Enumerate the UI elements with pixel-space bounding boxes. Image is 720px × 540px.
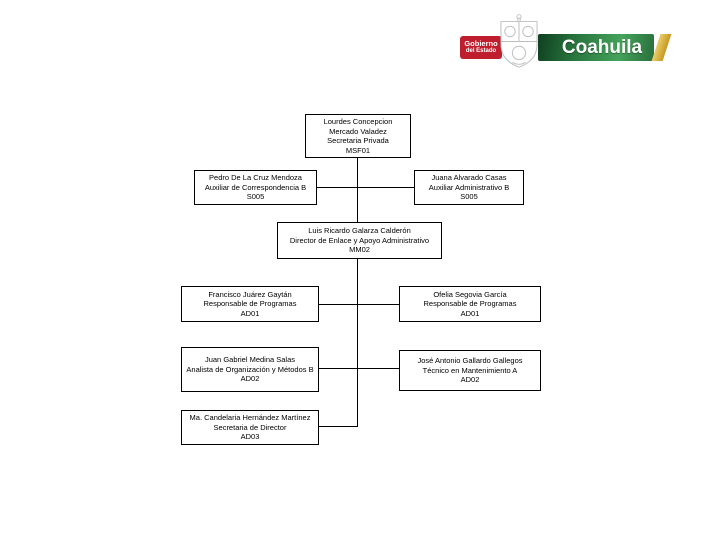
person-name: Francisco Juárez Gaytán bbox=[208, 289, 292, 299]
position-code: AD02 bbox=[460, 375, 480, 385]
del-estado-text: del Estado bbox=[465, 48, 497, 54]
person-name: Juan Gabriel Medina Salas bbox=[204, 355, 296, 365]
position-code: AD01 bbox=[240, 308, 260, 318]
connector-level3-row2 bbox=[319, 368, 399, 369]
org-node-analista-organizacion: Juan Gabriel Medina Salas Analista de Or… bbox=[181, 347, 319, 392]
org-node-responsable-programas-1: Francisco Juárez Gaytán Responsable de P… bbox=[181, 286, 319, 322]
org-node-tecnico-mantenimiento: José Antonio Gallardo Gallegos Técnico e… bbox=[399, 350, 541, 391]
position-code: MSF01 bbox=[345, 145, 371, 155]
org-node-secretaria-privada: Lourdes Concepcion Mercado Valadez Secre… bbox=[305, 114, 411, 158]
position-title: Técnico en Mantenimiento A bbox=[422, 365, 518, 375]
connector-level3-row3 bbox=[319, 426, 358, 427]
position-code: AD01 bbox=[460, 308, 480, 318]
position-code: S005 bbox=[246, 192, 265, 202]
person-name: Lourdes Concepcion Mercado Valadez bbox=[323, 117, 393, 136]
gold-slash-icon bbox=[651, 34, 672, 61]
connector-level3-row1 bbox=[319, 304, 399, 305]
position-code: AD02 bbox=[240, 374, 260, 384]
position-title: Analista de Organización y Métodos B bbox=[186, 364, 314, 374]
connector-top-to-director bbox=[357, 155, 358, 222]
org-node-director-enlace: Luis Ricardo Galarza Calderón Director d… bbox=[277, 222, 442, 259]
position-title: Secretaria Privada bbox=[327, 136, 389, 145]
connector-director-trunk bbox=[357, 259, 358, 427]
person-name: Pedro De La Cruz Mendoza bbox=[209, 173, 302, 183]
person-name: José Antonio Gallardo Gallegos bbox=[417, 356, 523, 366]
position-code: AD03 bbox=[240, 432, 260, 441]
position-title: Auxiliar de Correspondencia B bbox=[204, 182, 307, 192]
position-code: S005 bbox=[460, 192, 478, 202]
person-name: Ofelia Segovia García bbox=[433, 289, 507, 299]
org-node-auxiliar-administrativo: Juana Alvarado Casas Auxiliar Administra… bbox=[414, 170, 524, 205]
position-title: Auxiliar Administrativo B bbox=[428, 182, 510, 192]
person-name: Ma. Candelaria Hernández Martínez bbox=[189, 413, 311, 422]
org-node-responsable-programas-2: Ofelia Segovia García Responsable de Pro… bbox=[399, 286, 541, 322]
org-node-auxiliar-correspondencia: Pedro De La Cruz Mendoza Auxiliar de Cor… bbox=[194, 170, 317, 205]
connector-level2 bbox=[317, 187, 414, 188]
org-node-secretaria-director: Ma. Candelaria Hernández Martínez Secret… bbox=[181, 410, 319, 445]
person-name: Luis Ricardo Galarza Calderón bbox=[308, 226, 411, 236]
position-code: MM02 bbox=[349, 245, 370, 255]
coahuila-text: Coahuila bbox=[561, 37, 643, 58]
gobierno-text: Gobierno bbox=[464, 39, 498, 48]
coahuila-wordmark: Coahuila bbox=[538, 34, 654, 61]
coat-of-arms-icon bbox=[500, 14, 538, 68]
coahuila-government-logo: Gobierno del Estado Coahuila bbox=[452, 10, 674, 72]
gobierno-del-estado-badge: Gobierno del Estado bbox=[460, 36, 502, 59]
position-title: Secretaria de Director bbox=[213, 422, 287, 432]
person-name: Juana Alvarado Casas bbox=[431, 173, 507, 183]
position-title: Director de Enlace y Apoyo Administrativ… bbox=[289, 235, 430, 245]
position-title: Responsable de Programas bbox=[203, 299, 297, 309]
position-title: Responsable de Programas bbox=[423, 299, 517, 309]
